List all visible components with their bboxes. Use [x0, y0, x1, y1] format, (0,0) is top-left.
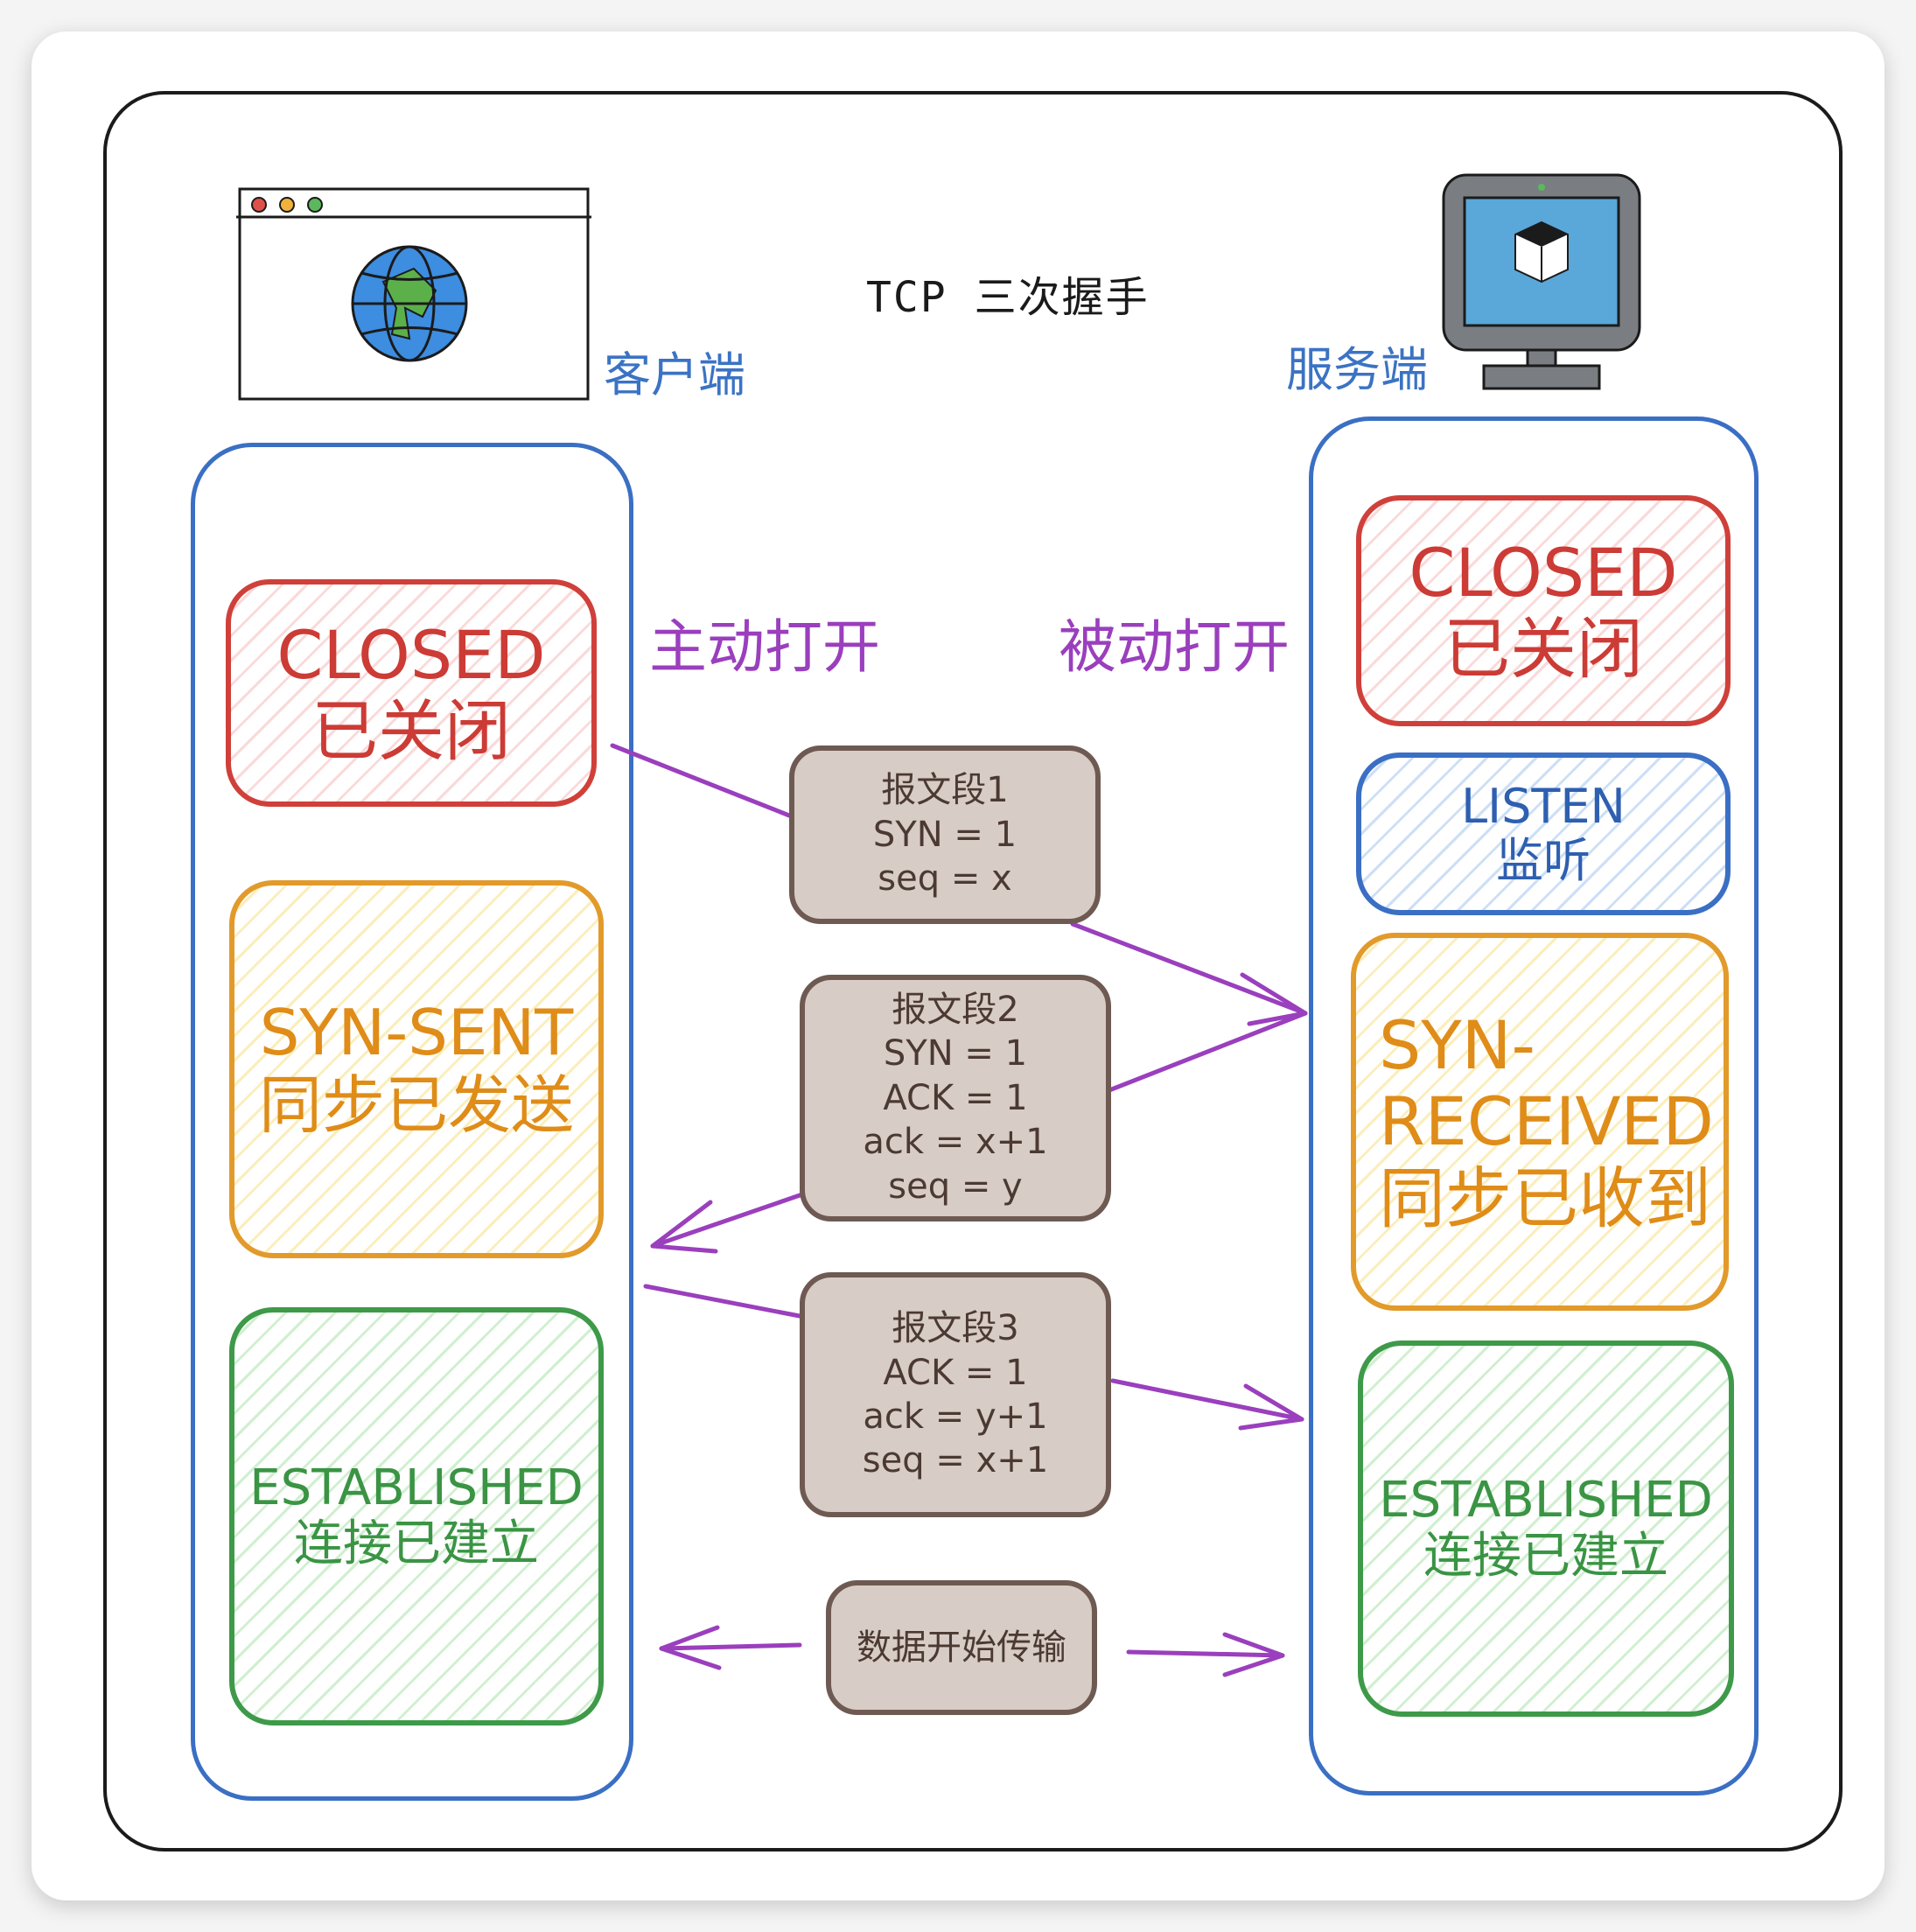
segment3-arrow-end	[1110, 1378, 1304, 1422]
segment1-arrow-end	[1070, 921, 1308, 1016]
segment3-arrowhead	[1238, 1383, 1304, 1431]
client-state-established-en: ESTABLISHED	[249, 1459, 584, 1516]
client-column	[191, 443, 633, 1801]
segment1-arrow-start	[610, 743, 792, 818]
server-state-established-en: ESTABLISHED	[1379, 1471, 1713, 1529]
server-state-syn-received-zh: 同步已收到	[1379, 1158, 1711, 1237]
segment2-arrowhead	[650, 1200, 718, 1254]
server-label: 服务端	[1286, 342, 1428, 397]
segment3-arrow-start	[643, 1284, 802, 1319]
segment1-line: seq = x	[878, 858, 1012, 900]
segment3-line: ACK = 1	[883, 1352, 1028, 1393]
client-state-closed: CLOSED 已关闭	[226, 579, 597, 807]
data-arrowhead-right	[1222, 1632, 1285, 1677]
passive-open-label: 被动打开	[1059, 613, 1290, 681]
client-state-closed-en: CLOSED	[276, 615, 546, 694]
server-state-syn-received-en-2: RECEIVED	[1379, 1082, 1714, 1161]
segment2-line: SYN = 1	[883, 1033, 1028, 1074]
data-arrowhead-left	[659, 1625, 722, 1670]
segment3-box: 报文段3 ACK = 1 ack = y+1 seq = x+1	[800, 1272, 1111, 1517]
server-state-closed: CLOSED 已关闭	[1356, 495, 1731, 726]
diagram-frame	[103, 91, 1843, 1852]
server-state-listen-zh: 监听	[1496, 833, 1591, 888]
client-state-syn-sent-en: SYN-SENT	[259, 996, 574, 1070]
segment2-line: ACK = 1	[883, 1077, 1028, 1118]
server-state-syn-received: SYN- RECEIVED 同步已收到	[1351, 933, 1729, 1311]
server-state-listen: LISTEN 监听	[1356, 752, 1731, 915]
data-arrow-left	[659, 1642, 802, 1651]
server-state-listen-en: LISTEN	[1461, 778, 1626, 834]
server-state-closed-en: CLOSED	[1409, 533, 1678, 612]
segment1-line: 报文段1	[881, 770, 1009, 811]
client-state-established: ESTABLISHED 连接已建立	[229, 1307, 604, 1726]
active-open-label: 主动打开	[649, 613, 880, 681]
segment2-box: 报文段2 SYN = 1 ACK = 1 ack = x+1 seq = y	[800, 975, 1111, 1222]
segment2-line: seq = y	[888, 1166, 1023, 1207]
segment3-line: ack = y+1	[863, 1396, 1048, 1437]
client-state-closed-zh: 已关闭	[311, 692, 511, 770]
segment3-line: 报文段3	[892, 1308, 1019, 1349]
server-column	[1309, 416, 1759, 1796]
data-arrow-right	[1126, 1649, 1285, 1658]
diagram-title: TCP 三次握手	[866, 273, 1150, 322]
browser-globe-icon	[236, 187, 591, 401]
segment3-line: seq = x+1	[862, 1440, 1049, 1481]
monitor-server-icon	[1442, 173, 1641, 390]
server-state-established-zh: 连接已建立	[1423, 1528, 1668, 1585]
segment1-box: 报文段1 SYN = 1 seq = x	[789, 746, 1101, 924]
segment1-line: SYN = 1	[872, 814, 1017, 855]
segment2-line: ack = x+1	[863, 1122, 1048, 1163]
segment2-line: 报文段2	[892, 990, 1019, 1031]
client-state-syn-sent-zh: 同步已发送	[258, 1068, 574, 1142]
server-state-closed-zh: 已关闭	[1444, 610, 1643, 688]
client-state-syn-sent: SYN-SENT 同步已发送	[229, 880, 604, 1258]
data-transfer-label: 数据开始传输	[857, 1627, 1066, 1668]
client-state-established-zh: 连接已建立	[294, 1516, 539, 1572]
data-transfer-box: 数据开始传输	[826, 1580, 1097, 1715]
server-state-syn-received-en-1: SYN-	[1379, 1005, 1535, 1084]
segment2-arrow-end	[650, 1191, 808, 1249]
server-state-established: ESTABLISHED 连接已建立	[1358, 1340, 1734, 1717]
client-label: 客户端	[604, 347, 745, 402]
segment2-arrow-start	[1107, 1011, 1308, 1093]
